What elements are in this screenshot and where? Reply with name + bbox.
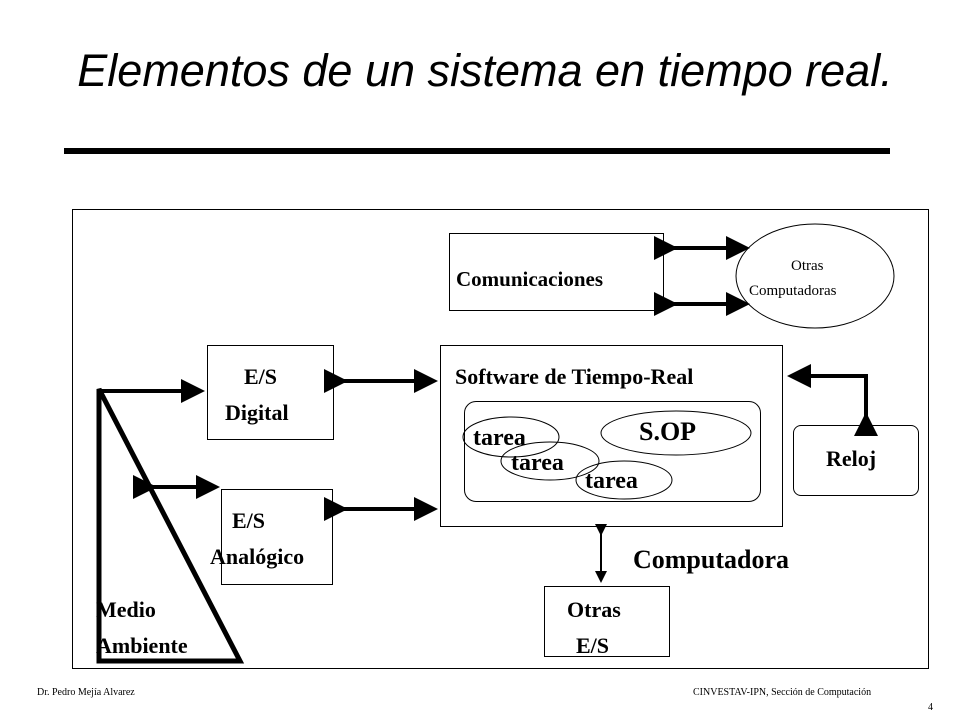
- tarea-label-2: tarea: [511, 450, 564, 476]
- es-analogico-label-1: E/S: [232, 508, 266, 533]
- medio-label-2: Ambiente: [96, 633, 188, 658]
- reloj-label: Reloj: [826, 446, 877, 471]
- otras-es-label-1: Otras: [567, 597, 621, 622]
- es-analogico-box: [221, 489, 333, 585]
- tarea-label-1: tarea: [473, 425, 526, 451]
- comunicaciones-box: [449, 233, 664, 311]
- comunicaciones-label: Comunicaciones: [456, 267, 603, 291]
- medio-ambiente-triangle: [96, 387, 245, 664]
- task-ellipse-3: [575, 460, 673, 500]
- page-number: 4: [928, 702, 933, 713]
- otras-computadoras-label-2: Computadoras: [749, 283, 837, 299]
- footer-institution: CINVESTAV-IPN, Sección de Computación: [693, 687, 872, 698]
- otras-computadoras-ellipse: [735, 223, 895, 329]
- otras-es-label-2: E/S: [576, 633, 610, 658]
- task-ellipse-1: [462, 416, 560, 458]
- tarea-label-3: tarea: [585, 468, 638, 494]
- diagram-frame: [72, 209, 929, 669]
- slide-title: Elementos de un sistema en tiempo real.: [77, 45, 893, 96]
- otras-es-box: [544, 586, 670, 657]
- reloj-box: [793, 425, 919, 496]
- footer-author: Dr. Pedro Mejía Alvarez: [37, 687, 135, 698]
- computadora-label: Computadora: [633, 545, 790, 574]
- medio-label-1: Medio: [96, 597, 156, 622]
- es-digital-label-2: Digital: [225, 400, 289, 425]
- sop-ellipse: [600, 410, 752, 456]
- es-digital-label-1: E/S: [244, 364, 278, 389]
- otras-computadoras-label-1: Otras: [791, 258, 824, 274]
- software-label: Software de Tiempo-Real: [455, 364, 694, 389]
- es-analogico-label-2: Analógico: [210, 544, 305, 569]
- sop-label: S.OP: [639, 417, 697, 446]
- tasks-container: [464, 401, 761, 502]
- reloj-software-arrow: [787, 364, 878, 436]
- title-underline: [64, 148, 890, 154]
- task-ellipse-2: [500, 441, 600, 481]
